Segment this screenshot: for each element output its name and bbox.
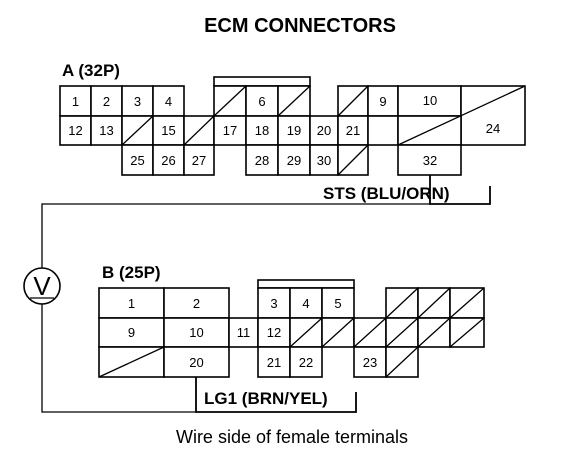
connector-a-pin-24 bbox=[460, 85, 526, 146]
connector-a-pin-13 bbox=[90, 115, 123, 146]
connector-a-pin-label: 32 bbox=[423, 153, 437, 168]
connector-a-pin-label: 1 bbox=[72, 94, 79, 109]
lg1-probe-label: LG1 (BRN/YEL) bbox=[204, 389, 328, 408]
lg1-probe-bracket bbox=[195, 377, 357, 413]
connector-a-pin-label: 21 bbox=[346, 123, 360, 138]
connector-a-pin-label: 26 bbox=[161, 153, 175, 168]
connector-b-pin-label: 12 bbox=[267, 325, 281, 340]
connector-a-pin-label: 9 bbox=[379, 94, 386, 109]
connector-a-pin-28 bbox=[245, 144, 279, 176]
connector-a-label: A (32P) bbox=[62, 61, 120, 80]
connector-b-pin-10 bbox=[163, 317, 230, 348]
meter-lead-top bbox=[41, 203, 430, 268]
voltmeter-symbol: V bbox=[33, 271, 51, 301]
connector-a-pin-26 bbox=[152, 144, 185, 176]
meter-lead-bottom bbox=[41, 304, 196, 413]
connector-a-pin-label: 19 bbox=[287, 123, 301, 138]
connector-b-pin-label: 4 bbox=[302, 296, 309, 311]
connector-a-pin-17 bbox=[213, 115, 247, 146]
connector-a-pin-label: 24 bbox=[486, 121, 500, 136]
connector-a-pin-label: 25 bbox=[130, 153, 144, 168]
connector-a-pin-label: 13 bbox=[99, 123, 113, 138]
connector-a-pin-label: 15 bbox=[161, 123, 175, 138]
connector-b-pin-label: 1 bbox=[128, 296, 135, 311]
connector-a-key bbox=[213, 76, 311, 87]
connector-a-pin-20 bbox=[309, 115, 339, 146]
connector-a-pin-label: 10 bbox=[423, 93, 437, 108]
diagram-caption: Wire side of female terminals bbox=[176, 427, 408, 447]
connector-b-pin-label: 9 bbox=[128, 325, 135, 340]
connector-a-pin-label: 17 bbox=[223, 123, 237, 138]
connector-b-pin-4 bbox=[289, 287, 323, 319]
connector-a-pin-4 bbox=[152, 85, 185, 117]
connector-b-pin-label: 20 bbox=[189, 355, 203, 370]
connector-a-pin-10 bbox=[397, 85, 462, 117]
connector-a-pin-32 bbox=[397, 144, 462, 176]
connector-b-pin-label: 10 bbox=[189, 325, 203, 340]
sts-probe-bracket bbox=[429, 175, 491, 205]
connector-a-pin-label: 27 bbox=[192, 153, 206, 168]
connector-a-pin-label: 29 bbox=[287, 153, 301, 168]
connector-a-pin-label: 28 bbox=[255, 153, 269, 168]
connector-a-pin-label: 12 bbox=[68, 123, 82, 138]
connector-b-pin-label: 5 bbox=[334, 296, 341, 311]
sts-probe-label: STS (BLU/ORN) bbox=[323, 184, 450, 203]
connector-a-empty-cell bbox=[367, 115, 399, 146]
connector-a: 1 2 3 4 6 9 10 12 13 15 17 18 19 20 21 2… bbox=[59, 76, 526, 176]
connector-a-pin-label: 6 bbox=[258, 94, 265, 109]
connector-b-label: B (25P) bbox=[102, 263, 161, 282]
connector-a-pin-label: 18 bbox=[255, 123, 269, 138]
connector-b-pin-label: 23 bbox=[363, 355, 377, 370]
connector-b-pin-22 bbox=[289, 346, 323, 378]
connector-b: 1 2 3 4 5 9 10 11 12 20 21 22 23 bbox=[98, 279, 485, 378]
connector-a-pin-label: 3 bbox=[134, 94, 141, 109]
diagram-title: ECM CONNECTORS bbox=[204, 15, 396, 37]
connector-b-pin-label: 3 bbox=[270, 296, 277, 311]
connector-a-pin-21 bbox=[337, 115, 369, 146]
connector-a-pin-label: 30 bbox=[317, 153, 331, 168]
connector-b-key bbox=[257, 279, 355, 289]
connector-b-pin-label: 2 bbox=[193, 296, 200, 311]
connector-b-pin-label: 22 bbox=[299, 355, 313, 370]
connector-b-pin-23 bbox=[353, 346, 387, 378]
connector-a-pin-27 bbox=[183, 144, 215, 176]
connector-b-pin-label: 11 bbox=[237, 325, 251, 340]
connector-a-pin-18 bbox=[245, 115, 279, 146]
connector-a-pin-label: 2 bbox=[103, 94, 110, 109]
connector-a-pin-label: 20 bbox=[317, 123, 331, 138]
connector-a-pin-30 bbox=[309, 144, 339, 176]
connector-a-pin-label: 4 bbox=[165, 94, 172, 109]
connector-b-pin-label: 21 bbox=[267, 355, 281, 370]
